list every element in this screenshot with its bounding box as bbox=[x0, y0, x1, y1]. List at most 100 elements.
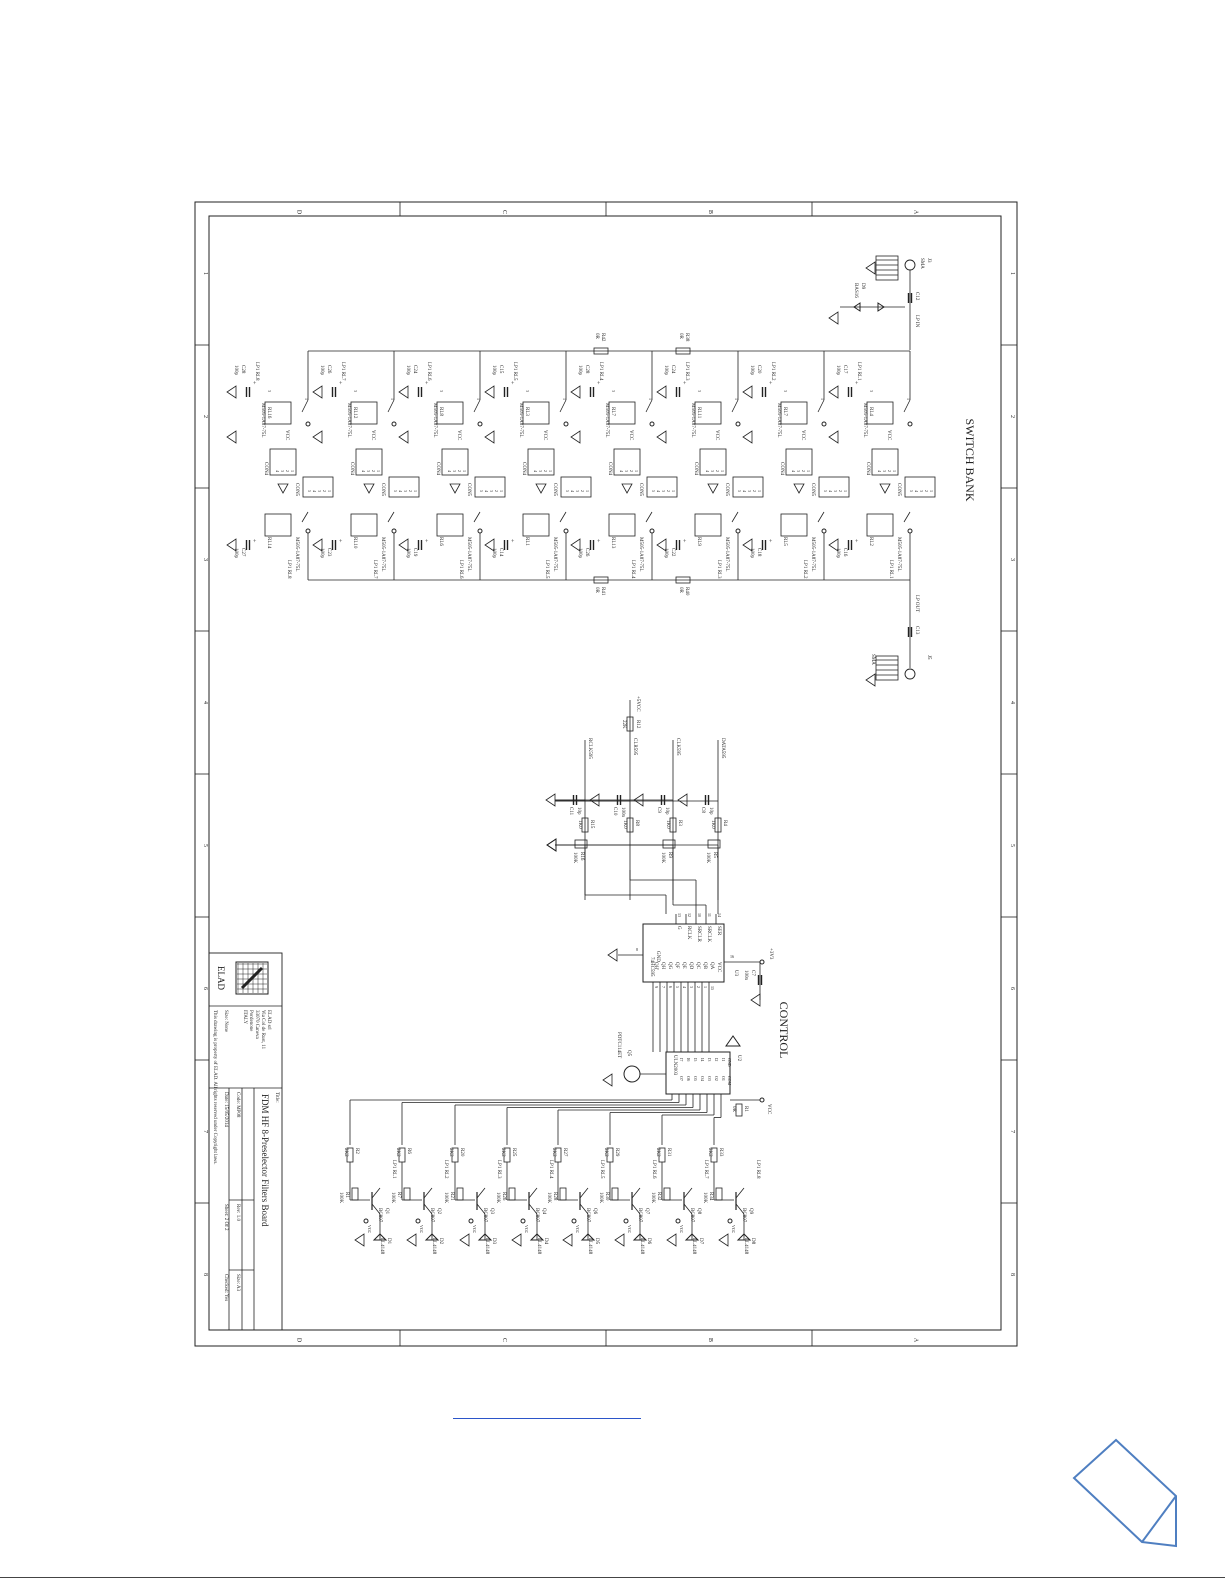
diode-part: LL4148 bbox=[587, 1238, 592, 1255]
pin-num: 3 bbox=[783, 390, 788, 392]
pin-num: 5 bbox=[565, 490, 570, 492]
base-res-ref: R6 bbox=[406, 1148, 411, 1154]
series-resistor bbox=[626, 817, 634, 833]
relay-cap-val: 100p bbox=[749, 548, 754, 559]
relay-coil bbox=[780, 401, 808, 425]
relay-coil bbox=[436, 513, 464, 537]
d9-part: BAS16 bbox=[853, 283, 858, 298]
ground-symbol bbox=[459, 1233, 470, 1247]
relay-ref: RL9 bbox=[696, 537, 701, 546]
relay-ref: RL4 bbox=[868, 407, 873, 416]
connector-con5 bbox=[302, 476, 334, 498]
c7-val: 100n bbox=[743, 970, 748, 981]
ground-symbol bbox=[484, 430, 495, 444]
ground-symbol bbox=[828, 430, 839, 444]
filter-cap-val: 100n bbox=[620, 807, 625, 818]
pin-num: 4 bbox=[361, 470, 366, 472]
pulldown-resistor bbox=[559, 1187, 567, 1201]
transistor-q5 bbox=[623, 1065, 641, 1083]
relay-part: M505-1A87-75L bbox=[466, 537, 471, 571]
relay-ref: RL7 bbox=[610, 407, 615, 416]
ground-symbol bbox=[226, 538, 237, 552]
relay-cap-ref: C17 bbox=[842, 365, 847, 374]
series-res-val: 1K0 bbox=[577, 820, 582, 829]
pin-num: 10 bbox=[697, 913, 702, 917]
con5-label: CON5 bbox=[552, 483, 557, 497]
pin-name: GND bbox=[655, 951, 660, 962]
pin-num: 5 bbox=[479, 490, 484, 492]
pulldown-ref: R16 bbox=[579, 852, 584, 861]
pulldown-val: 100K bbox=[650, 1192, 655, 1204]
zone-number-left: 2 bbox=[202, 415, 208, 418]
pin-num: 2 bbox=[696, 986, 701, 988]
pin-name: QF bbox=[674, 962, 679, 969]
pin-num: 2 bbox=[457, 470, 462, 472]
base-res-ref: R20 bbox=[459, 1148, 464, 1157]
transistor-emitter bbox=[579, 1187, 589, 1199]
base-res-val: 2K2 bbox=[448, 1148, 453, 1157]
pin-num: 3 bbox=[697, 390, 702, 392]
pin-name: QH' bbox=[653, 962, 658, 970]
resistor-r42 bbox=[593, 347, 609, 355]
con4-label: CON4 bbox=[693, 462, 698, 476]
relay-cap-val: 100p bbox=[491, 548, 496, 559]
outer-border bbox=[194, 201, 1018, 1347]
con5-label: CON5 bbox=[638, 483, 643, 497]
logo-text: ELAD bbox=[216, 966, 226, 990]
relay-cap-ref: C16 bbox=[842, 548, 847, 557]
sma-input-body bbox=[875, 255, 899, 281]
connector-con5 bbox=[646, 476, 678, 498]
relay-part: M505-1A87-75L bbox=[346, 403, 351, 437]
pin-num: 2 bbox=[543, 470, 548, 472]
ground-symbol bbox=[570, 430, 581, 444]
pulldown-ref: R26 bbox=[501, 1192, 506, 1201]
transistor-collector bbox=[579, 1203, 589, 1215]
pin-name: QD bbox=[688, 962, 693, 970]
transistor-collector bbox=[683, 1203, 693, 1215]
pin-name: GND bbox=[727, 1058, 732, 1067]
company-line: ITALY bbox=[242, 1010, 247, 1024]
zone-number-right: 5 bbox=[1009, 844, 1015, 847]
pulldown-resistor bbox=[403, 1187, 411, 1201]
relay-ref: RL5 bbox=[782, 537, 787, 546]
diode-ref: D5 bbox=[594, 1238, 599, 1245]
relay-ref: RL10 bbox=[352, 537, 357, 549]
pin-name: SRCLR bbox=[696, 926, 701, 943]
relay-part: M505-1A87-75L bbox=[690, 403, 695, 437]
transistor-ref: Q8 bbox=[696, 1208, 701, 1215]
relay-cap-val: 100p bbox=[319, 365, 324, 376]
r12-ref: R12 bbox=[635, 720, 640, 729]
r41-ref: R41 bbox=[600, 587, 605, 596]
relay-coil bbox=[264, 401, 292, 425]
diode-symbol bbox=[877, 302, 885, 312]
pulldown-ref: R5 bbox=[712, 852, 717, 858]
pin-num: 9 bbox=[654, 986, 659, 988]
pin-num: 2 bbox=[285, 470, 290, 472]
series-resistor bbox=[714, 817, 722, 833]
ground-symbol bbox=[363, 483, 375, 494]
vcc-label: VCC bbox=[419, 1225, 424, 1234]
pin-num: 7 bbox=[661, 986, 666, 988]
relay-net-label: LP1 RL5 bbox=[512, 362, 517, 381]
transistor-part: BC807 bbox=[534, 1208, 539, 1223]
ground-symbol bbox=[535, 483, 547, 494]
zone-number-right: 8 bbox=[1009, 1273, 1015, 1276]
relay-cap-ref: C27 bbox=[240, 548, 245, 557]
ground-symbol bbox=[484, 385, 495, 399]
diode-part: LL4148 bbox=[379, 1238, 384, 1255]
pin-num: 1 bbox=[548, 470, 553, 472]
pin-num: 1 bbox=[562, 398, 567, 400]
pin-num: 4 bbox=[619, 470, 624, 472]
relay-cap-ref: C14 bbox=[498, 548, 503, 557]
relay-ref: RL13 bbox=[610, 537, 615, 549]
diode-part: LL4148 bbox=[639, 1238, 644, 1255]
diode-part: LL4148 bbox=[536, 1238, 541, 1255]
vcc-label: VCC bbox=[472, 1225, 477, 1234]
relay-net-label: LP1 RL1 bbox=[888, 560, 893, 579]
pin-name: QH bbox=[660, 962, 665, 970]
hyperlink-underline[interactable] bbox=[453, 1418, 641, 1419]
